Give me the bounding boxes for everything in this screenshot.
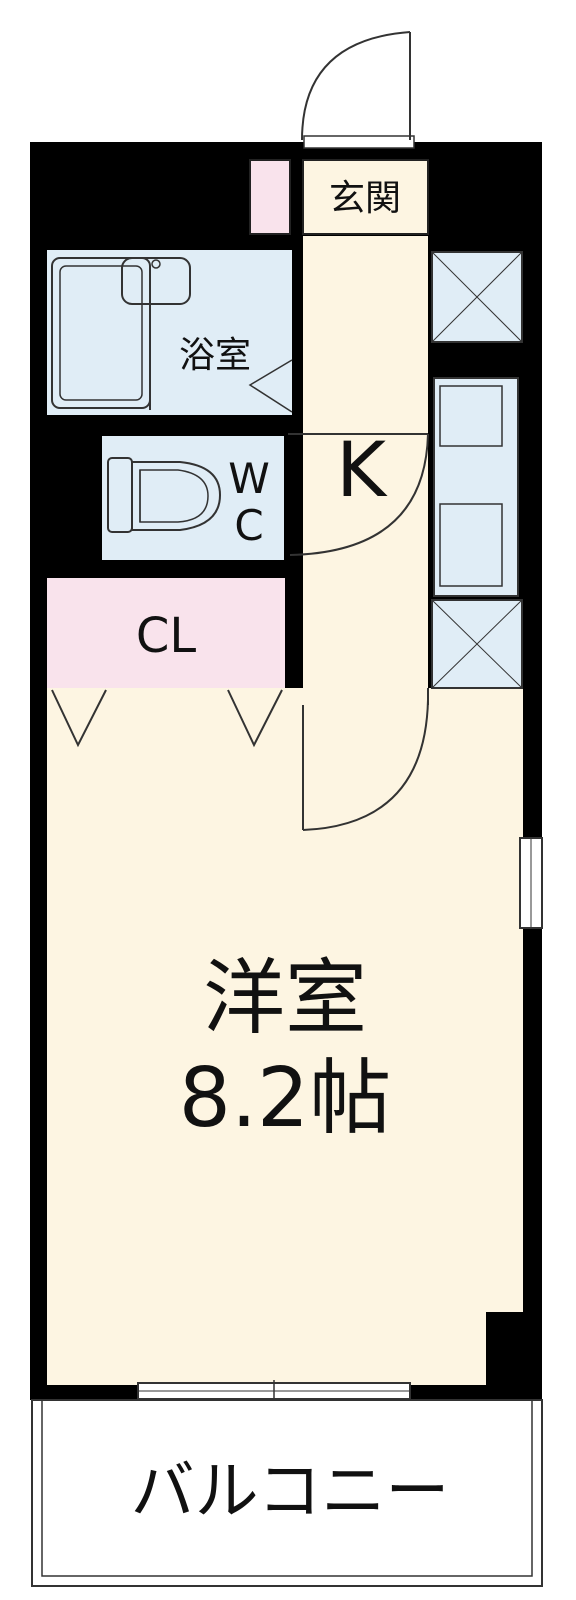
closet-door-left xyxy=(51,689,107,748)
kitchen-label: K xyxy=(336,425,386,514)
structural-column xyxy=(486,1312,526,1387)
wc-door-arc xyxy=(289,433,429,556)
room-size-label: 8.2帖 xyxy=(178,1051,392,1146)
kitchen-stove xyxy=(439,385,503,447)
entrance-door-opening xyxy=(303,135,415,149)
balcony-outline xyxy=(31,1399,543,1587)
wash-basin xyxy=(121,257,191,305)
bathtub-inner xyxy=(59,265,143,401)
bathtub xyxy=(51,257,151,409)
toilet-seat xyxy=(139,469,209,523)
kitchen-unit-bottom-cross-b xyxy=(431,599,523,689)
wc-label-c: C xyxy=(234,501,264,550)
bathroom-door-swing xyxy=(248,359,293,413)
bathroom-label: 浴室 xyxy=(178,335,251,376)
entrance-door-arc xyxy=(301,31,411,141)
western-room-label: 洋室 xyxy=(202,951,367,1046)
wc-label-w: W xyxy=(228,454,270,503)
entrance-floor xyxy=(302,159,429,235)
room-door-arc xyxy=(302,699,429,831)
closet-floor xyxy=(47,578,285,688)
balcony-inner xyxy=(41,1399,533,1577)
balcony-label: バルコニー xyxy=(130,1455,450,1529)
closet-door-right xyxy=(227,689,283,748)
kitchen-sink xyxy=(439,503,503,587)
kitchen-floor xyxy=(303,236,428,688)
entrance-label: 玄関 xyxy=(328,178,401,219)
kitchen-counter xyxy=(433,377,519,597)
toilet-bowl xyxy=(131,461,222,531)
closet-label: CL xyxy=(135,608,197,664)
shoe-box xyxy=(249,159,291,235)
western-room-floor xyxy=(47,688,523,1385)
kitchen-unit-top-cross-b xyxy=(431,251,523,343)
basin-tap xyxy=(151,259,161,269)
